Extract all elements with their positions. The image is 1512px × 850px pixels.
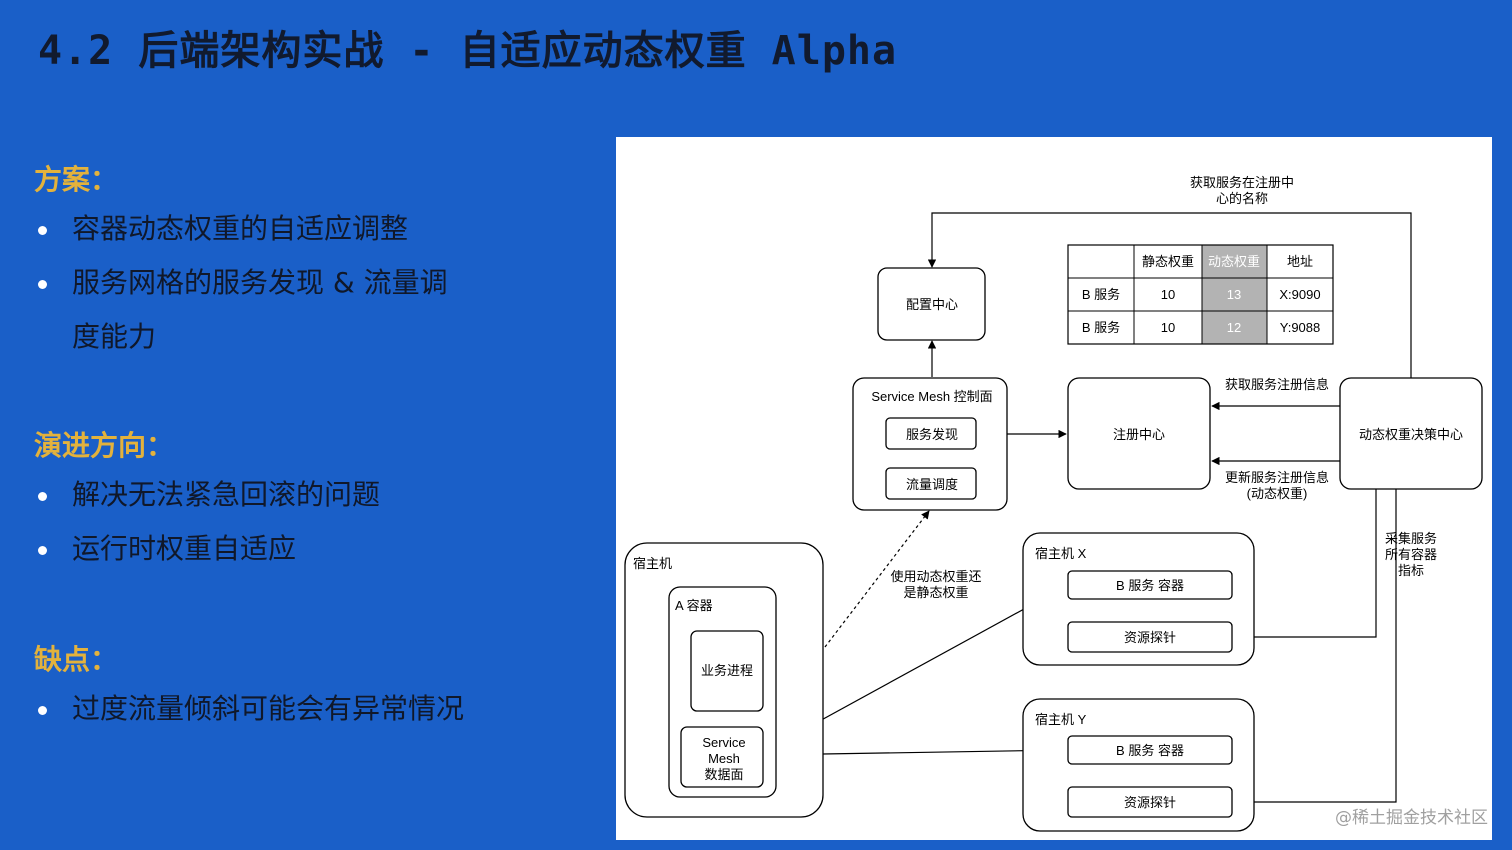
edge-label: 是静态权重 (903, 585, 968, 600)
watermark: @稀土掘金技术社区 (1335, 808, 1488, 828)
table-cell: B 服务 (1082, 320, 1120, 335)
edge-label: 采集服务 (1385, 531, 1437, 546)
section-heading-plan: 方案： (34, 163, 119, 196)
config-center-label: 配置中心 (906, 297, 958, 312)
table-header: 地址 (1287, 254, 1313, 269)
mesh-data-plane-box (680, 726, 764, 788)
dynamic-weight-header-cell (1202, 245, 1267, 278)
control-plane-title: Service Mesh 控制面 (871, 389, 992, 404)
discovery-label: 服务发现 (906, 427, 958, 442)
edge-label: 所有容器 (1385, 547, 1437, 562)
config-center-box (877, 267, 986, 341)
probe-y-label: 资源探针 (1124, 795, 1176, 810)
table-cell: 12 (1227, 320, 1241, 335)
edge-label: 心的名称 (1216, 191, 1268, 206)
mesh-label: Mesh (708, 751, 740, 766)
mesh-label: 数据面 (704, 767, 743, 782)
host-y-title: 宿主机 Y (1035, 712, 1087, 727)
edge-label: 指标 (1398, 563, 1424, 578)
bullet-icon (38, 492, 47, 501)
decision-center-box (1339, 377, 1483, 490)
edge-label: (动态权重) (1247, 486, 1308, 501)
bullet-icon (38, 226, 47, 235)
process-box (690, 630, 764, 712)
dynamic-weight-cell (1202, 278, 1267, 311)
table-cell: B 服务 (1082, 287, 1120, 302)
architecture-diagram: 配置中心 Service Mesh 控制面 服务发现 流量调度 静态权重 动态权… (616, 137, 1492, 840)
slide-title: 4.2 后端架构实战 - 自适应动态权重 Alpha (38, 28, 898, 74)
list-item: 容器动态权重的自适应调整 (34, 202, 594, 256)
table-cell: Y:9088 (1280, 320, 1321, 335)
host-x-title: 宿主机 X (1035, 546, 1087, 561)
host-left-title: 宿主机 (633, 556, 672, 571)
table-header: 动态权重 (1208, 254, 1260, 269)
evolution-list: 解决无法紧急回滚的问题 运行时权重自适应 (34, 468, 594, 576)
table-cell: 13 (1227, 287, 1241, 302)
bullet-icon (38, 546, 47, 555)
edge-decision-to-probe-y (1233, 489, 1397, 807)
list-item: 服务网格的服务发现 & 流量调 (34, 256, 594, 310)
section-heading-drawbacks: 缺点： (34, 643, 119, 676)
scheduling-box (885, 467, 977, 500)
edge-label: 更新服务注册信息 (1225, 470, 1329, 485)
drawbacks-list: 过度流量倾斜可能会有异常情况 (34, 682, 594, 736)
probe-x-box (1067, 621, 1233, 653)
table-cell: 10 (1161, 320, 1175, 335)
edge-decision-to-config (927, 212, 1412, 378)
registry-label: 注册中心 (1113, 427, 1165, 442)
table-cell: X:9090 (1279, 287, 1320, 302)
bullet-icon (38, 706, 47, 715)
edge-label: 使用动态权重还 (890, 569, 981, 584)
registry-box (1067, 377, 1211, 490)
service-y-label: B 服务 容器 (1116, 743, 1184, 758)
probe-y-box (1067, 786, 1233, 818)
list-item: 解决无法紧急回滚的问题 (34, 468, 594, 522)
plan-list: 容器动态权重的自适应调整 服务网格的服务发现 & 流量调 度能力 (34, 202, 594, 364)
bullet-icon (38, 280, 47, 289)
section-heading-evolution: 演进方向： (34, 429, 175, 462)
weight-table: 静态权重 动态权重 地址 B 服务 10 13 X:9090 B 服务 10 1… (1067, 244, 1334, 345)
edge-label: 获取服务在注册中 (1190, 175, 1294, 190)
service-x-box (1067, 570, 1233, 600)
discovery-box (885, 417, 977, 450)
list-item-continuation: 度能力 (72, 320, 157, 353)
decision-center-label: 动态权重决策中心 (1359, 427, 1463, 442)
list-item: 过度流量倾斜可能会有异常情况 (34, 682, 594, 736)
diagram-canvas: 配置中心 Service Mesh 控制面 服务发现 流量调度 静态权重 动态权… (624, 175, 1483, 832)
process-label: 业务进程 (701, 663, 753, 678)
service-x-label: B 服务 容器 (1116, 578, 1184, 593)
probe-x-label: 资源探针 (1124, 630, 1176, 645)
edge-decision-to-probe-x (1233, 489, 1377, 642)
table-cell: 10 (1161, 287, 1175, 302)
list-item: 运行时权重自适应 (34, 522, 594, 576)
service-y-box (1067, 735, 1233, 765)
dynamic-weight-cell (1202, 311, 1267, 344)
mesh-label: Service (702, 735, 745, 750)
edge-label: 获取服务注册信息 (1225, 377, 1329, 392)
container-a-title: A 容器 (675, 598, 713, 613)
table-header: 静态权重 (1142, 254, 1194, 269)
scheduling-label: 流量调度 (906, 477, 958, 492)
